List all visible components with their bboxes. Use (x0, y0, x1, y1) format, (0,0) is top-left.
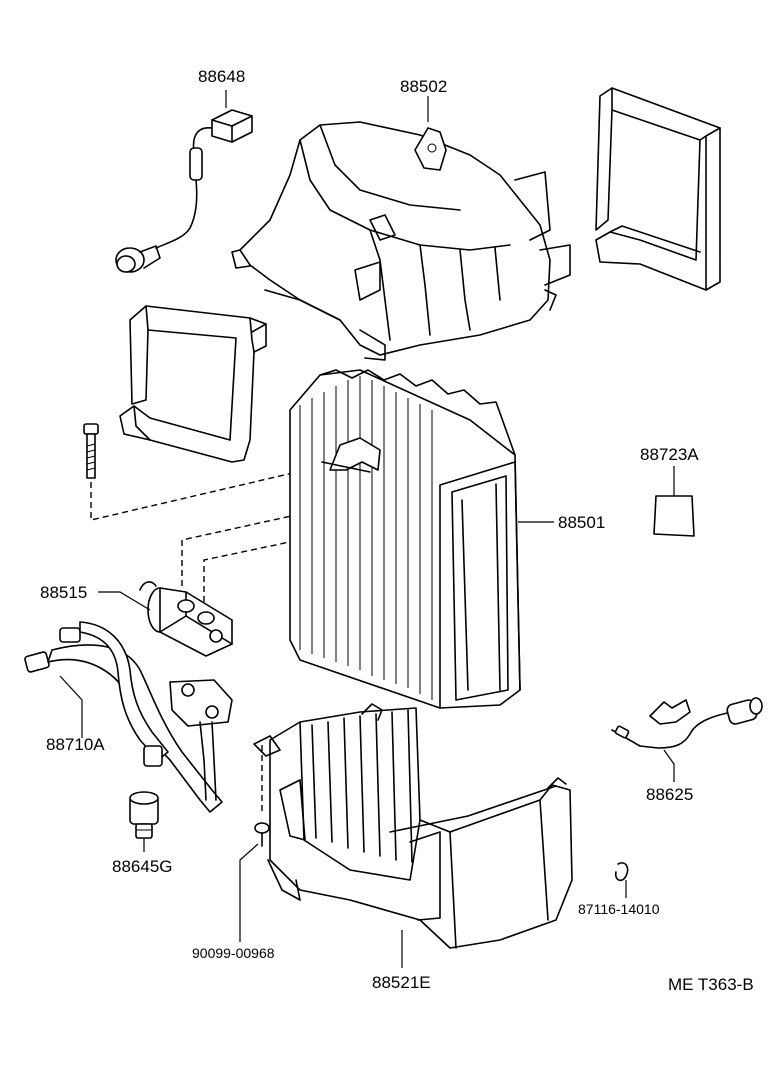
part-88502-upper-case[interactable] (231, 121, 571, 361)
diagram-reference-code: ME T363-B (668, 975, 754, 994)
part-90099-00968-screw[interactable] (254, 822, 270, 847)
part-88710A-tube-assembly[interactable] (24, 621, 233, 813)
label-88710A: 88710A (46, 735, 105, 754)
label-90099-00968: 90099-00968 (192, 945, 275, 961)
label-88501: 88501 (558, 513, 605, 532)
part-88645G-pressure-switch[interactable] (129, 791, 159, 839)
leader-lines (59, 90, 675, 968)
part-88723A-plate[interactable] (653, 495, 695, 537)
seal-frame-lower-left[interactable] (119, 305, 267, 463)
label-88648: 88648 (198, 67, 245, 86)
part-87116-14010-clip[interactable] (614, 862, 629, 882)
label-88515: 88515 (40, 583, 87, 602)
label-88625: 88625 (646, 785, 693, 804)
seal-frame-upper-right[interactable] (595, 87, 721, 291)
label-87116-14010: 87116-14010 (578, 901, 660, 917)
label-88723A: 88723A (640, 445, 699, 464)
part-88521E-lower-case[interactable] (253, 703, 573, 949)
part-88515-expansion-valve[interactable] (139, 581, 233, 657)
part-88501-evaporator-core[interactable] (289, 369, 521, 709)
part-88648-thermistor[interactable] (115, 109, 253, 273)
part-88625-sensor[interactable] (611, 697, 763, 749)
label-88645G: 88645G (112, 857, 173, 876)
label-88521E: 88521E (372, 973, 431, 992)
label-88502: 88502 (400, 77, 447, 96)
screw-bolt[interactable] (83, 423, 99, 479)
